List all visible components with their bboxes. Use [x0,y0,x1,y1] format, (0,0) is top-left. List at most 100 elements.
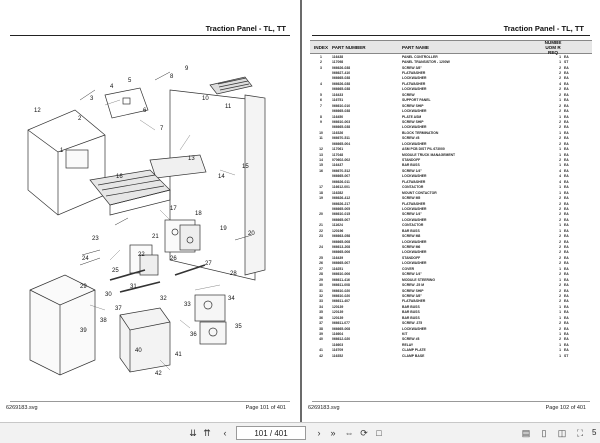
double-chevron-down-icon[interactable]: ⇊ [189,427,197,438]
truck-management-module [149,154,207,179]
row-uom: EA [564,119,569,124]
row-qty: 4 [559,81,561,86]
callout-number: 29 [80,284,87,290]
row-index: 42 [319,353,323,358]
row-part-name: BAR BUSS [402,228,420,233]
row-qty: 1 [559,266,561,271]
row-part-number: 066611-008 [332,283,350,288]
heatsink-top [209,76,253,95]
row-part-number: 116352 [332,353,344,358]
row-qty: 2 [559,212,561,217]
row-uom: EA [564,299,569,304]
row-uom: EA [564,87,569,92]
row-uom: EA [564,201,569,206]
row-uom: EA [564,234,569,239]
double-chevron-up-icon[interactable]: ⇈ [203,427,211,438]
row-index: 26 [319,261,323,266]
fullscreen-icon[interactable]: ⛶ [576,427,584,438]
row-index: 31 [319,288,323,293]
view-mode-tools: ▤ ▯ ◫ ⛶ [520,427,586,439]
row-qty: 1 [559,277,561,282]
callout-number: 31 [130,284,137,290]
row-part-name: MODULE STEERING [402,277,435,282]
row-part-number: 066610-006 [332,272,351,277]
row-uom: EA [564,266,569,271]
row-uom: EA [564,239,569,244]
viewer-toolbar: ⇊ ⇈ ‹ 101 / 401 › » ⇔ ⟳ □ ▤ ▯ ◫ ⛶ 5 [0,422,600,443]
row-part-name: ASM PCB DIST PIL 673000 [402,147,445,152]
row-part-number: 066611-416 [332,277,350,282]
row-uom: EA [564,245,569,250]
row-part-name: LOCKWASHER [402,109,427,114]
row-qty: 2 [559,272,561,277]
callout-number: 39 [80,328,87,334]
row-part-name: SCREW .25 M [402,283,425,288]
row-index: 12 [319,147,323,152]
row-qty: 1 [559,304,561,309]
single-page-icon[interactable]: ▯ [541,427,547,438]
row-qty: 2 [559,288,561,293]
callout-number: 4 [110,84,114,90]
row-part-number: 116282 [332,190,344,195]
chevron-right-icon[interactable]: › [317,428,321,438]
row-part-number: 066663-058 [332,234,351,239]
row-qty: 1 [559,348,561,353]
row-part-name: BAR BUSS [402,315,420,320]
row-qty: 1 [559,190,561,195]
chevron-left-icon[interactable]: ‹ [223,428,227,438]
footer-rule [312,401,590,402]
row-qty: 2 [559,255,561,260]
row-qty: 1 [559,223,561,228]
callout-number: 13 [188,156,195,162]
row-part-name: PANEL CONTROLLER [402,54,438,59]
row-index: 34 [319,304,323,309]
row-qty: 2 [559,109,561,114]
fit-width-icon[interactable]: ⇔ [344,428,354,438]
row-part-name: CONTACTOR [402,223,424,228]
cover [29,274,96,376]
row-uom: EA [564,293,569,298]
two-page-icon[interactable]: ◫ [557,427,567,438]
row-part-number: 116604 [332,332,344,337]
header-number-uom: NUMBE UOM R REQ [544,39,562,55]
row-part-name: LOCKWASHER [402,174,427,179]
row-part-name: SUPPORT PANEL [402,98,431,103]
edge-number: 5 [592,428,597,437]
thumbnails-icon[interactable]: ▤ [521,427,531,438]
fit-page-icon[interactable]: □ [376,428,382,438]
row-part-name: CLAMP BASE [402,353,425,358]
double-chevron-right-icon[interactable]: » [330,428,336,438]
row-qty: 2 [559,250,561,255]
row-qty: 1 [559,60,561,65]
row-part-name: LOCKWASHER [402,87,427,92]
rotate-icon[interactable]: ⟳ [360,427,368,438]
row-part-name: STANDOFF [402,255,421,260]
row-qty: 1 [559,98,561,103]
row-part-name: SCREW SHIP [402,288,424,293]
row-index: 24 [319,245,323,250]
row-part-name: SCREW 1/4" [402,272,422,277]
row-part-number: 116437 [332,163,344,168]
exploded-parts-diagram: 1234567891011121314151617181920212223242… [27,66,266,377]
row-uom: EA [564,348,569,353]
row-qty: 1 [559,332,561,337]
row-part-number: 116433 [332,92,344,97]
page-indicator[interactable]: 101 / 401 [236,426,306,440]
callout-number: 2 [78,116,82,122]
row-part-number: 066626-038 [332,65,351,70]
row-qty: 2 [559,239,561,244]
row-qty: 2 [559,196,561,201]
row-uom: EA [564,277,569,282]
